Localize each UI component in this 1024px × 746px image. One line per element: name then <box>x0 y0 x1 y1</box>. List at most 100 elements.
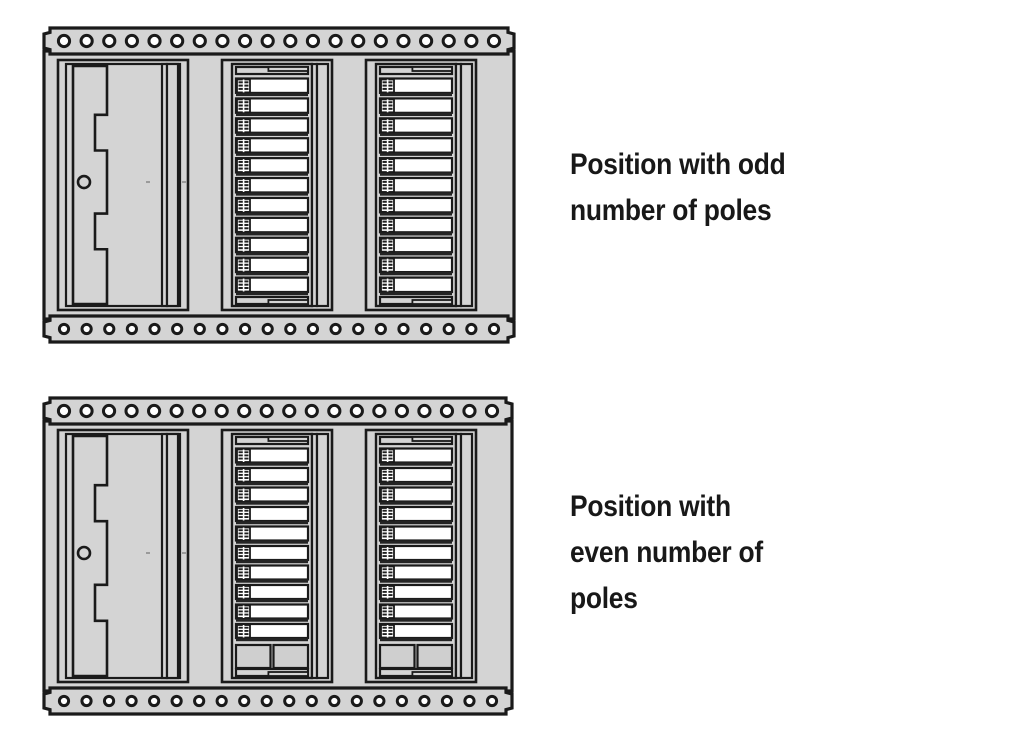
pole-separator <box>236 291 308 296</box>
terminal-side-wall <box>315 432 330 680</box>
rail-mounting-hole <box>485 694 499 708</box>
rail-mounting-hole <box>352 322 365 336</box>
rail-mounting-hole <box>420 322 433 336</box>
rail-mounting-hole <box>464 33 479 49</box>
terminal-top-cap-split <box>267 66 309 72</box>
rail-mounting-hole <box>102 694 116 708</box>
pole-separator <box>236 637 308 642</box>
rail-mounting-hole <box>260 694 273 708</box>
clamp-contact-gap <box>386 586 389 599</box>
rail-mounting-hole <box>465 322 478 336</box>
rail-mounting-hole <box>442 322 455 336</box>
rail-mounting-hole <box>79 33 94 49</box>
pole-separator <box>236 540 308 544</box>
rail-mounting-hole <box>283 33 298 49</box>
clamp-contact-gap <box>242 586 245 599</box>
pole-separator <box>380 559 452 564</box>
rail-mounting-hole <box>486 33 502 49</box>
pole-separator <box>380 152 452 156</box>
clamp-contact-gap <box>242 218 245 232</box>
clamp-contact-gap <box>242 449 245 462</box>
rail-mounting-hole <box>102 33 117 49</box>
clamp-contact-gap <box>386 605 389 618</box>
rail-mounting-hole <box>125 322 138 336</box>
pole-separator <box>236 481 308 486</box>
pole-separator <box>380 637 452 642</box>
rail-mounting-hole <box>397 322 410 336</box>
pole-separator <box>236 579 308 583</box>
filler-block <box>234 643 272 670</box>
rail-mounting-hole <box>215 33 230 49</box>
rail-mounting-hole <box>238 694 251 708</box>
terminal-block-module <box>220 58 334 312</box>
pole-separator <box>236 152 308 156</box>
terminal-bottom-cap-split <box>411 671 453 677</box>
rail-mounting-hole <box>192 33 207 49</box>
filler-block <box>378 643 416 670</box>
bottom-mounting-rail <box>42 686 514 716</box>
pole-separator <box>380 618 452 622</box>
clamp-contact-gap <box>242 258 245 272</box>
rail-mounting-hole <box>170 33 185 49</box>
pole-separator <box>380 501 452 505</box>
rail-mounting-hole <box>283 694 296 708</box>
rail-mounting-hole <box>373 694 386 708</box>
rail-mounting-hole <box>214 403 229 419</box>
pole-separator <box>380 192 452 196</box>
clamp-contact-gap <box>386 159 389 173</box>
terminal-side-wall <box>459 432 474 680</box>
clamp-contact-gap <box>242 119 245 133</box>
pole-separator <box>236 92 308 97</box>
pole-separator <box>380 251 452 256</box>
filler-block <box>416 643 454 670</box>
centre-tick <box>182 181 186 184</box>
clamp-contact-gap <box>242 566 245 579</box>
clamp-contact-gap <box>386 449 389 462</box>
rail-mounting-hole <box>396 33 411 49</box>
clamp-contact-gap <box>386 566 389 579</box>
clamp-contact-gap <box>242 527 245 540</box>
clamp-contact-gap <box>386 139 389 153</box>
rail-mounting-hole <box>124 33 139 49</box>
clamp-contact-gap <box>242 99 245 113</box>
bottom-mounting-rail <box>42 314 516 344</box>
clamp-contact-gap <box>242 79 245 93</box>
pivot-hole <box>76 174 92 190</box>
rail-mounting-hole <box>80 322 93 336</box>
clamp-contact-gap <box>242 625 245 638</box>
rail-mounting-hole <box>148 694 161 708</box>
rail-mounting-hole <box>79 403 94 419</box>
end-plate-module <box>56 58 190 312</box>
clamp-contact-gap <box>242 198 245 212</box>
rail-mounting-hole <box>327 403 342 419</box>
rail-mounting-hole <box>349 403 364 419</box>
clamp-contact-gap <box>242 278 245 292</box>
rail-mounting-hole <box>439 403 455 419</box>
rail-mounting-hole <box>394 403 409 419</box>
terminal-block-module <box>220 428 334 684</box>
rail-mounting-hole <box>56 33 72 49</box>
rail-mounting-hole <box>148 322 161 336</box>
rail-mounting-hole <box>395 694 408 708</box>
centre-tick <box>146 181 150 184</box>
terminal-top-cap-split <box>267 436 309 442</box>
odd-pole-assembly <box>42 26 516 344</box>
terminal-side-wall <box>459 62 474 308</box>
rail-mounting-hole <box>237 33 253 49</box>
rail-mounting-hole <box>57 322 71 336</box>
pole-separator <box>380 271 452 276</box>
pole-separator <box>236 598 308 603</box>
terminal-top-cap-split <box>411 436 453 442</box>
rail-mounting-hole <box>350 694 363 708</box>
clamp-contact-gap <box>386 625 389 638</box>
pole-separator <box>380 172 452 176</box>
clamp-contact-gap <box>242 159 245 173</box>
pivot-hole <box>76 545 92 561</box>
rail-mounting-hole <box>305 33 321 49</box>
pole-separator <box>380 92 452 97</box>
rail-mounting-hole <box>305 694 318 708</box>
terminal-bottom-cap-split <box>411 299 453 305</box>
rail-mounting-hole <box>419 33 434 49</box>
rail-mounting-hole <box>484 403 500 419</box>
